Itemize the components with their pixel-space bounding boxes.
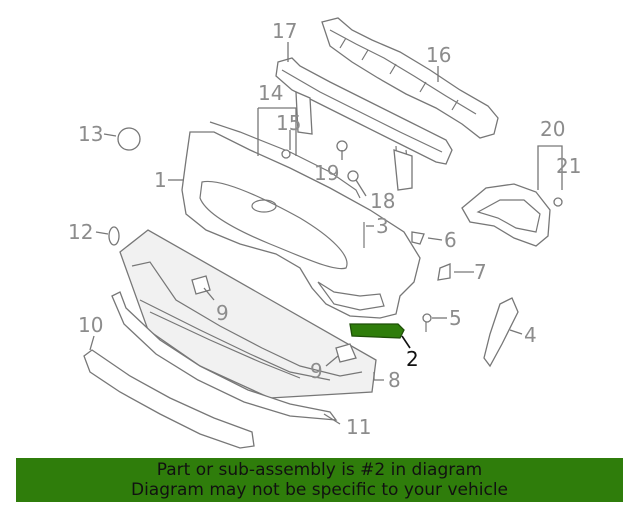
callout-7: 7 [474,260,487,284]
diagram-notice-banner: Part or sub-assembly is #2 in diagram Di… [16,458,623,502]
part-8-lower-grille-panel [119,229,377,399]
part-4-bracket [483,297,519,368]
part-17-reinforcement [275,57,453,191]
callout-6: 6 [444,228,457,252]
callout-14: 14 [258,81,283,105]
callout-9b: 9 [310,359,323,383]
callout-2: 2 [406,347,419,371]
part-16-absorber [321,17,499,139]
callout-3: 3 [376,214,389,238]
part-12-plug [108,226,120,246]
part-10-lower-lip [83,349,255,449]
notice-part-line: Part or sub-assembly is #2 in diagram [156,460,483,480]
callout-21: 21 [556,154,581,178]
callout-18: 18 [370,189,395,213]
callout-16: 16 [426,43,451,67]
part-1-bumper-cover [181,131,421,319]
part-13-emblem [117,127,141,151]
callout-20: 20 [540,117,565,141]
part-14-strip [209,121,361,199]
callout-4: 4 [524,323,537,347]
callout-5: 5 [449,306,462,330]
callout-12: 12 [68,220,93,244]
fasteners [108,127,563,363]
callout-19: 19 [314,161,339,185]
notice-disclaimer-line: Diagram may not be specific to your vehi… [130,480,508,500]
callout-10: 10 [78,313,103,337]
callout-8: 8 [388,368,401,392]
callout-9a: 9 [216,301,229,325]
callout-15: 15 [276,111,301,135]
part-11-skid [111,291,338,421]
part-2-highlighted [349,323,405,339]
callout-11: 11 [346,415,371,439]
part-20-fog-bezel [461,183,551,247]
callout-17: 17 [272,19,297,43]
callout-1: 1 [154,168,167,192]
callout-13: 13 [78,122,103,146]
leader-lines [89,42,563,425]
